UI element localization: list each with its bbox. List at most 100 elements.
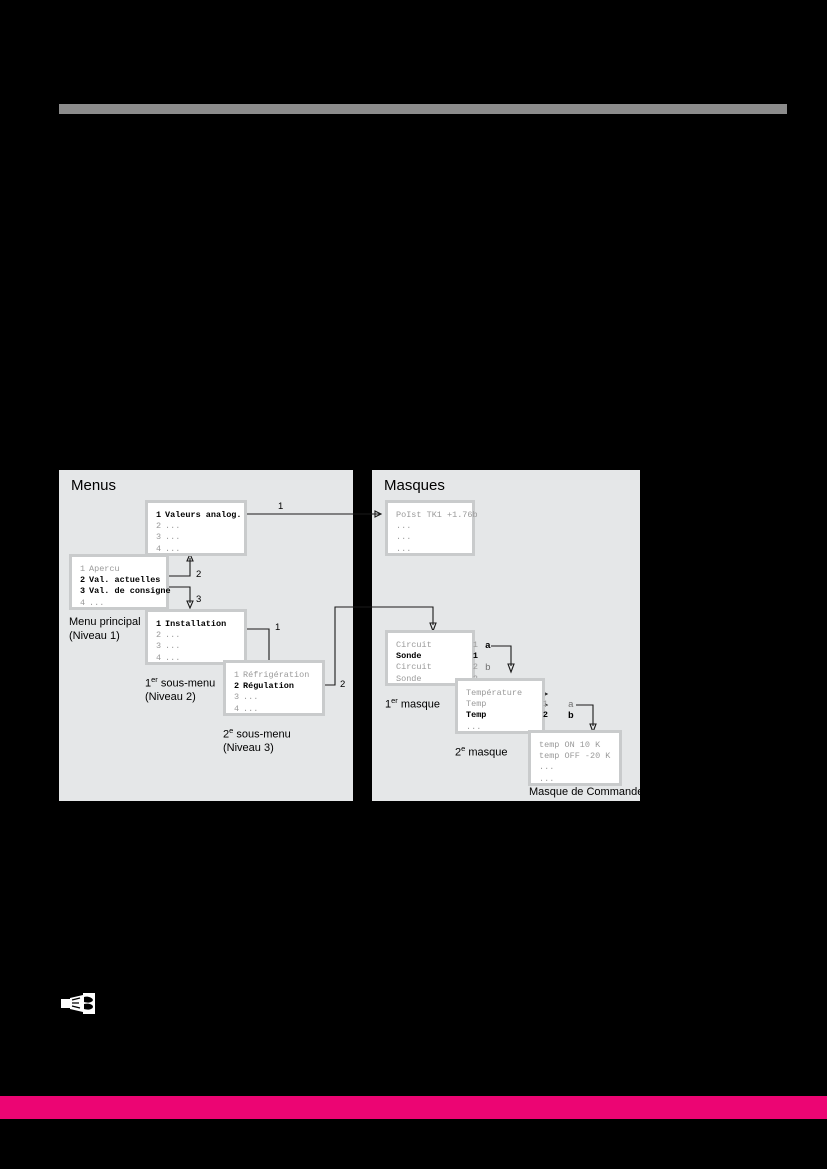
menu-row-label: ... [165, 521, 181, 532]
masque-row[interactable]: Circuit 2 [396, 662, 478, 673]
caption-text: sous-menu [233, 728, 291, 741]
menu-row-label: ... [165, 652, 181, 663]
masque-row-label: ... [396, 532, 412, 543]
masque-box-valeurs[interactable]: PoIst TK1 +1.76b ... ... ... [385, 500, 478, 556]
menu-row-num: 2 [80, 575, 86, 586]
menu-row-label: Installation [165, 619, 227, 629]
menu-row[interactable]: 3... [156, 641, 244, 652]
menu-row-num: 3 [156, 641, 162, 652]
menu-row-label: ... [243, 703, 259, 714]
masque-row-value: 2 [542, 710, 548, 721]
wire-label-b-2: b [568, 710, 574, 721]
masque-row[interactable]: ... [539, 774, 619, 785]
masque-row-label: Température [466, 688, 523, 698]
wire-label-a-2: a [568, 699, 574, 710]
menu-row-num: 1 [234, 670, 240, 680]
masque-row-label: temp ON 10 K [539, 740, 601, 750]
masque-row-value: 2 [472, 662, 478, 673]
wire-label-sub-1: 1 [275, 622, 281, 633]
masque-row[interactable]: ... [396, 521, 472, 532]
menu-row-num: 1 [156, 619, 162, 629]
caption-line: (Niveau 2) [145, 691, 196, 704]
menu-row-label: ... [243, 692, 259, 703]
masque-row[interactable]: temp ON 10 K [539, 740, 619, 751]
menu-row-num: 3 [156, 532, 162, 543]
masque-row[interactable]: temp OFF -20 K [539, 751, 619, 762]
caption-text: masque [465, 746, 508, 759]
caption-masque-commande: Masque de Commande [529, 786, 644, 798]
footer-band [0, 1096, 827, 1119]
menu-row-num: 4 [156, 652, 162, 663]
caption-menu-principal: Menu principal (Niveau 1) [69, 616, 141, 643]
masque-row[interactable]: ... [539, 762, 619, 773]
caption-ordinal: 2 [455, 746, 462, 759]
menu-row[interactable]: 2... [156, 630, 244, 641]
masque-row-label: Circuit [396, 662, 432, 673]
menu-row[interactable]: 4... [80, 598, 166, 609]
masque-row-label: ... [396, 543, 412, 554]
menu-row-num: 4 [156, 543, 162, 554]
masque-row[interactable]: PoIst TK1 +1.76b [396, 510, 478, 521]
caption-line: Menu principal [69, 616, 141, 628]
masque-row[interactable]: ... [396, 532, 472, 543]
masque-row-value: 1 [472, 651, 478, 662]
menu-row-num: 2 [156, 521, 162, 532]
menu-row-num: 2 [234, 681, 240, 692]
menu-row[interactable]: 4... [234, 704, 322, 715]
masque-row-label: Sonde [396, 673, 422, 684]
caption-ordinal-suffix: e [461, 744, 466, 753]
masque-row-label: ... [539, 762, 555, 773]
wire-label-to-masque-1: 1 [278, 501, 284, 512]
menu-row-label: ... [89, 597, 105, 608]
menu-row-num: 1 [80, 564, 86, 574]
masque-row-label: Temp [466, 710, 487, 721]
masque-row[interactable]: ... [396, 544, 472, 555]
caption-text: masque [397, 698, 440, 711]
masque-box-commande[interactable]: temp ON 10 K temp OFF -20 K ... ... [528, 730, 622, 786]
menu-row[interactable]: 2... [156, 521, 244, 532]
caption-ordinal: 1 [385, 698, 392, 711]
caption-line: 2e sous-menu [223, 724, 291, 742]
caption-ordinal-suffix: er [151, 675, 158, 684]
caption-ordinal: 2 [223, 728, 230, 741]
menu-row-num: 3 [80, 586, 86, 597]
menu-row-num: 4 [234, 703, 240, 714]
masque-row-label: Circuit [396, 640, 432, 650]
menu-row[interactable]: 4... [156, 544, 244, 555]
masque-row-label: temp OFF -20 K [539, 751, 611, 762]
masque-box-2[interactable]: Température Temp 1 Temp 2 ... [455, 678, 548, 734]
masque-row[interactable]: Température [466, 688, 542, 699]
caption-line: 1er masque [385, 694, 440, 712]
caption-line: (Niveau 1) [69, 629, 120, 642]
menu-masque-diagram: Menus Masques ZNR 51203 51 930 F1 [59, 470, 644, 801]
menu-row-num: 3 [234, 692, 240, 703]
menu-row-label: ... [165, 543, 181, 554]
menu-row[interactable]: 3... [156, 532, 244, 543]
menu-row[interactable]: 4... [156, 653, 244, 664]
masque-row[interactable]: ... [466, 722, 542, 733]
menu-row-label: Réfrigération [243, 670, 310, 680]
masque-row-label: Temp [466, 699, 487, 710]
header-rule [59, 104, 787, 114]
panel-menus-title: Menus [71, 477, 117, 494]
masque-row-value: 1 [542, 699, 548, 710]
wire-label-sub-2: 2 [340, 679, 346, 690]
menu-row[interactable]: 3... [234, 692, 322, 703]
masque-row-label: ... [396, 521, 412, 532]
masque-row[interactable]: Temp 1 [466, 699, 548, 710]
masque-row[interactable]: Temp 2 [466, 710, 548, 721]
